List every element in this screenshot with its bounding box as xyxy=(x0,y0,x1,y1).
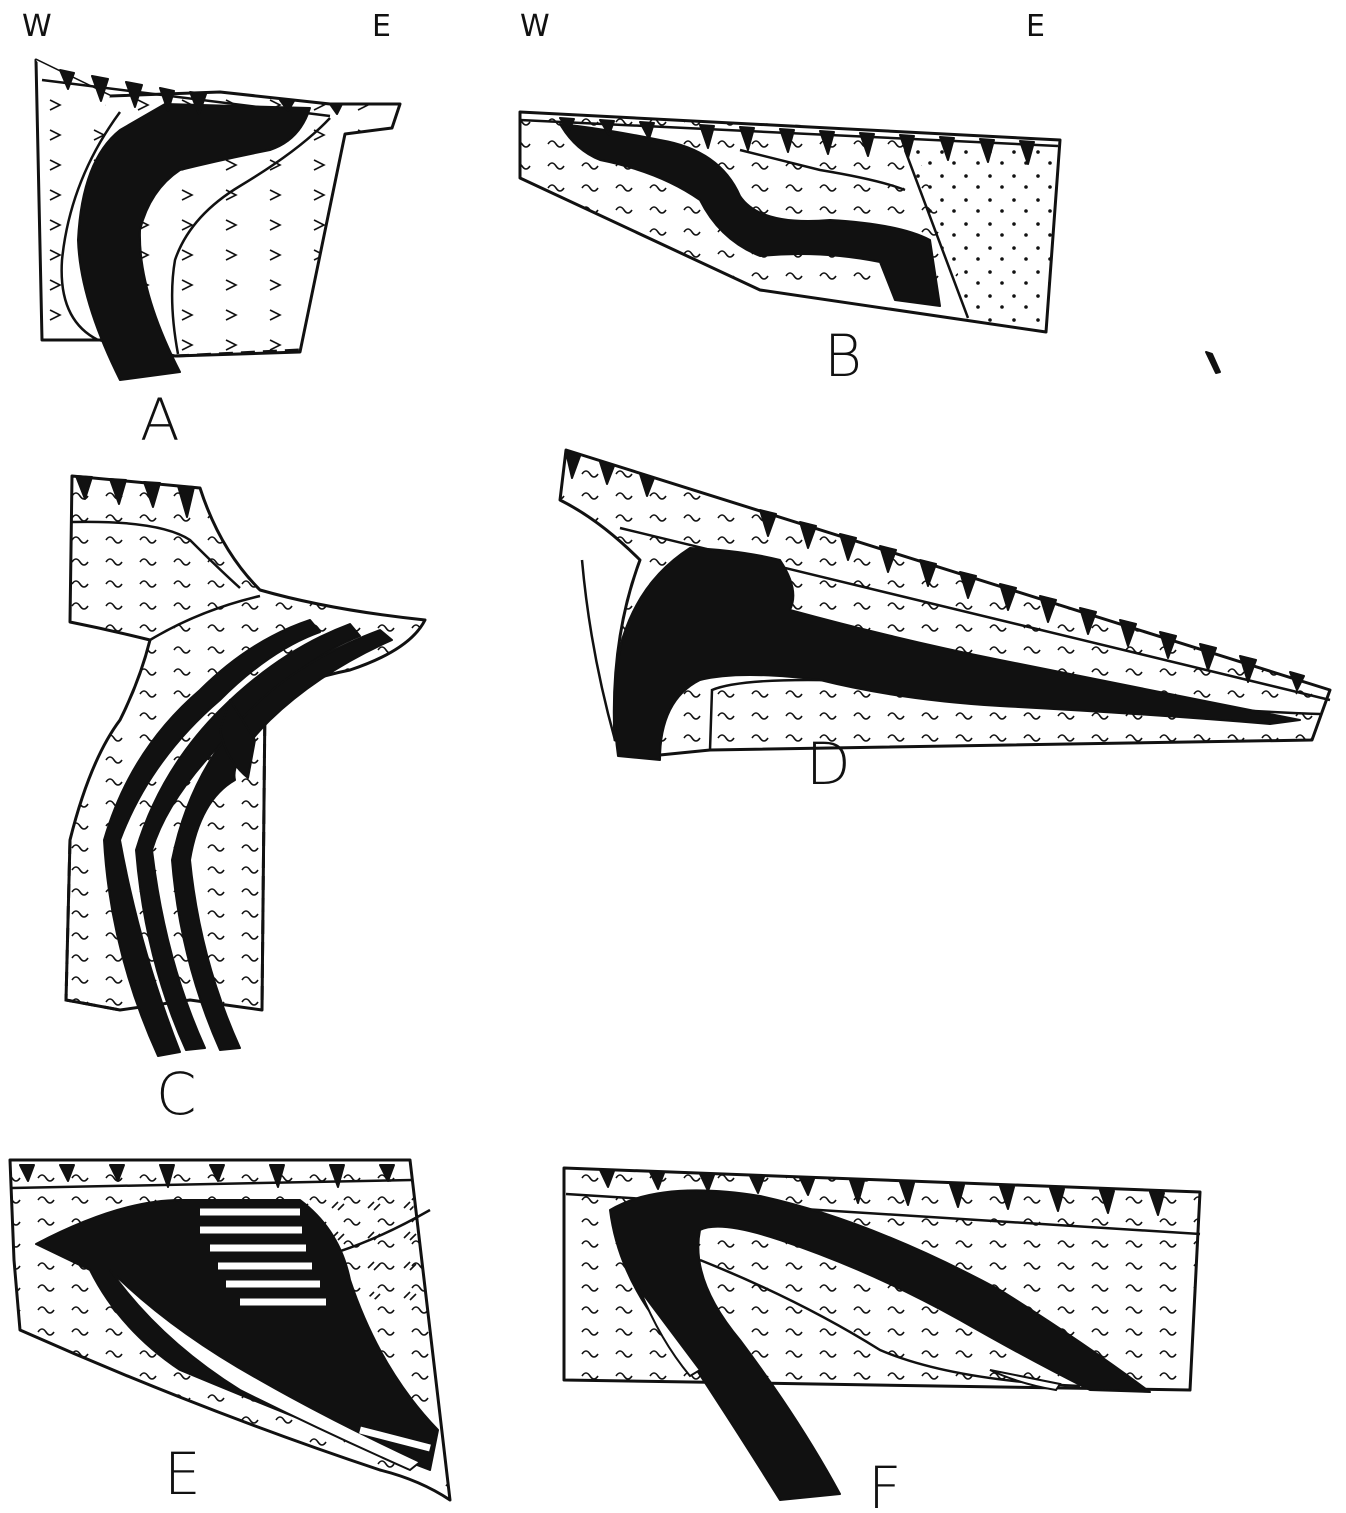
panel-b-west-label: W xyxy=(520,9,550,44)
panel-c-label: C xyxy=(156,1060,197,1128)
panel-a-west-label: W xyxy=(22,9,52,44)
panel-c-section xyxy=(66,476,425,1056)
panel-e-section xyxy=(10,1160,450,1500)
panel-b-section xyxy=(520,112,1220,373)
panel-d-section xyxy=(560,450,1330,760)
panel-f-section xyxy=(564,1168,1200,1500)
panel-b-east-label: E xyxy=(1026,9,1045,44)
panel-a-label: A xyxy=(140,386,180,454)
panel-d-label: D xyxy=(806,730,851,798)
panel-f-label: F xyxy=(868,1454,901,1513)
panel-a-section xyxy=(36,60,400,380)
panel-a-east-label: E xyxy=(372,9,391,44)
panel-b-label: B xyxy=(824,322,862,390)
panel-e-label: E xyxy=(164,1440,201,1508)
panel-b-stray-mark xyxy=(1206,352,1220,373)
